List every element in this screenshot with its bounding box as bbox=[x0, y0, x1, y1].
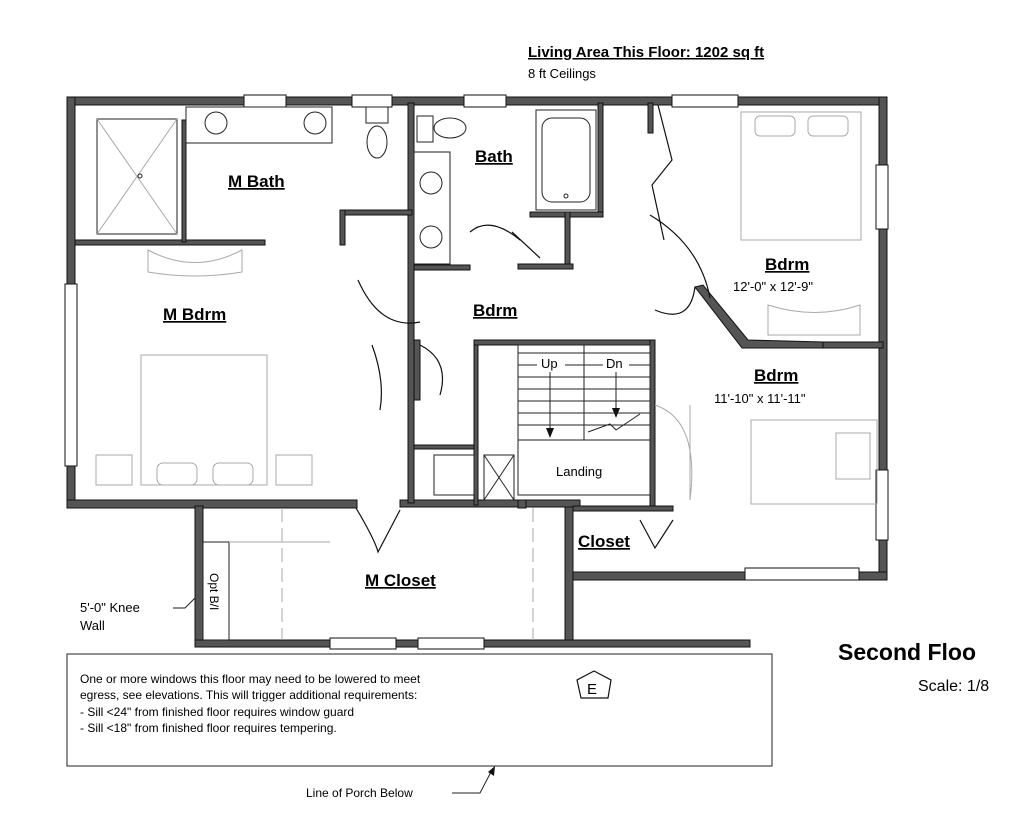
interior-walls bbox=[74, 102, 884, 512]
plan-title: Second Floo bbox=[838, 639, 976, 665]
stair-up-label-bg bbox=[537, 356, 565, 370]
knee-wall-leader bbox=[173, 597, 196, 609]
porch-arrow-icon bbox=[488, 766, 495, 776]
room-label-bdrm-top-right: Bdrm bbox=[765, 255, 809, 274]
room-label-m-bath: M Bath bbox=[228, 172, 285, 191]
note-line-2: egress, see elevations. This will trigge… bbox=[80, 688, 417, 702]
room-dim-bdrm-top-right: 12'-0" x 12'-9" bbox=[733, 279, 813, 294]
closet-lines bbox=[202, 508, 534, 641]
room-label-m-bdrm: M Bdrm bbox=[163, 305, 226, 324]
room-label-m-closet: M Closet bbox=[365, 571, 436, 590]
stair-dn-label: Dn bbox=[606, 356, 623, 371]
living-area-title: Living Area This Floor: 1202 sq ft bbox=[528, 44, 764, 61]
ceiling-height: 8 ft Ceilings bbox=[528, 66, 596, 81]
room-label-landing: Landing bbox=[556, 464, 602, 479]
note-line-4: - Sill <18" from finished floor requires… bbox=[80, 721, 337, 735]
room-label-bdrm-center: Bdrm bbox=[473, 301, 517, 320]
egress-symbol-icon bbox=[576, 670, 612, 699]
plan-scale: Scale: 1/8 bbox=[918, 678, 989, 695]
windows bbox=[64, 94, 889, 650]
stair-dn-label-bg bbox=[603, 356, 629, 370]
porch-line-label: Line of Porch Below bbox=[306, 786, 413, 800]
room-label-bath: Bath bbox=[475, 147, 513, 166]
knee-wall-label-line2: Wall bbox=[80, 618, 105, 633]
room-label-bdrm-bottom-right: Bdrm bbox=[754, 366, 798, 385]
note-box bbox=[66, 653, 773, 767]
porch-leader bbox=[452, 769, 493, 794]
stairs bbox=[517, 344, 651, 496]
room-dim-bdrm-bottom-right: 11'-10" x 11'-11" bbox=[714, 391, 806, 406]
note-line-1: One or more windows this floor may need … bbox=[80, 672, 421, 686]
stair-up-label: Up bbox=[541, 356, 558, 371]
room-label-closet: Closet bbox=[578, 532, 630, 551]
knee-wall-label-line1: 5'-0" Knee bbox=[80, 600, 140, 615]
fixtures bbox=[95, 106, 878, 505]
opt-bi-label: Opt B/I bbox=[207, 573, 221, 610]
doors bbox=[355, 104, 711, 554]
egress-symbol-letter: E bbox=[587, 681, 597, 698]
note-line-3: - Sill <24" from finished floor requires… bbox=[80, 705, 354, 719]
